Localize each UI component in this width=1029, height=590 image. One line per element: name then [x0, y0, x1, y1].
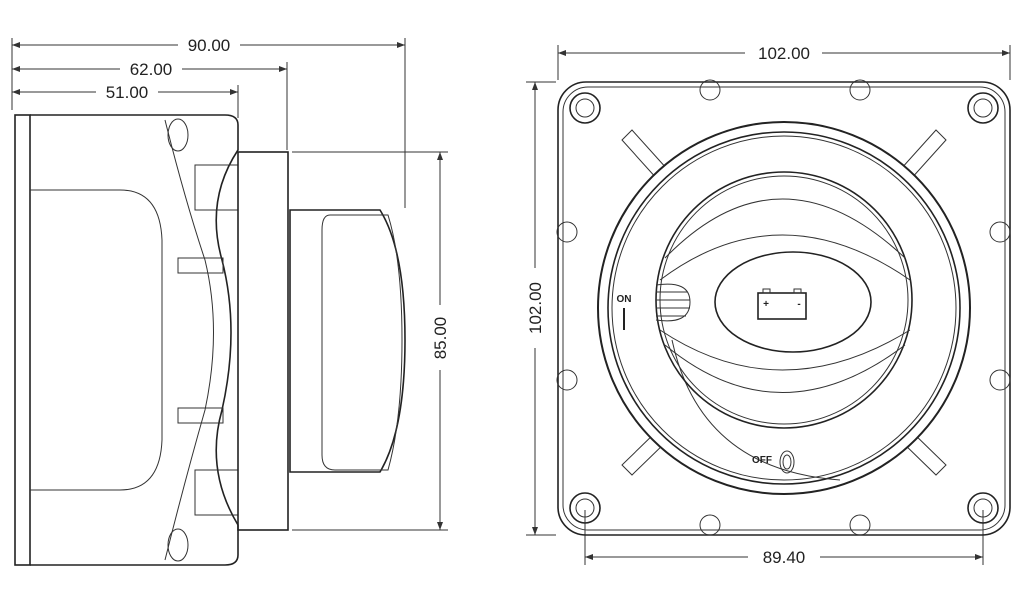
dim-height: 85.00 — [292, 151, 450, 531]
battery-icon: + - — [757, 288, 807, 320]
off-label: OFF — [752, 455, 772, 466]
side-view: 90.00 62.00 51.00 85.00 — [11, 36, 450, 566]
neck — [237, 151, 289, 531]
off-indicator — [779, 450, 795, 474]
battery-plus: + — [763, 299, 769, 310]
knob-side — [289, 209, 406, 473]
grip-ridges — [655, 283, 691, 322]
dim-width: 102.00 — [557, 44, 1011, 80]
dim-height-label: 85.00 — [431, 317, 450, 360]
bezel-outer — [597, 121, 971, 495]
dim-height-front-label: 102.00 — [526, 282, 545, 334]
front-view: 102.00 102.00 89.40 — [526, 44, 1011, 567]
dim-width-label: 102.00 — [758, 44, 810, 63]
dim-overall-depth: 90.00 — [12, 36, 405, 55]
knob-handle — [714, 251, 872, 353]
battery-minus: - — [797, 299, 800, 310]
dim-body-depth-label: 51.00 — [106, 83, 149, 102]
base-plate — [557, 81, 1011, 536]
dim-overall-depth-label: 90.00 — [188, 36, 231, 55]
mount-plate — [14, 114, 31, 566]
dim-mid-depth-label: 62.00 — [130, 60, 173, 79]
mounting-holes — [556, 79, 1011, 536]
dim-mid-depth: 62.00 — [12, 60, 287, 79]
dim-body-depth: 51.00 — [12, 83, 238, 102]
dim-height-front: 102.00 — [526, 81, 556, 536]
on-label: ON — [617, 294, 632, 305]
dim-hole-spacing: 89.40 — [584, 510, 984, 567]
housing — [30, 114, 239, 566]
dim-hole-spacing-label: 89.40 — [763, 548, 806, 567]
